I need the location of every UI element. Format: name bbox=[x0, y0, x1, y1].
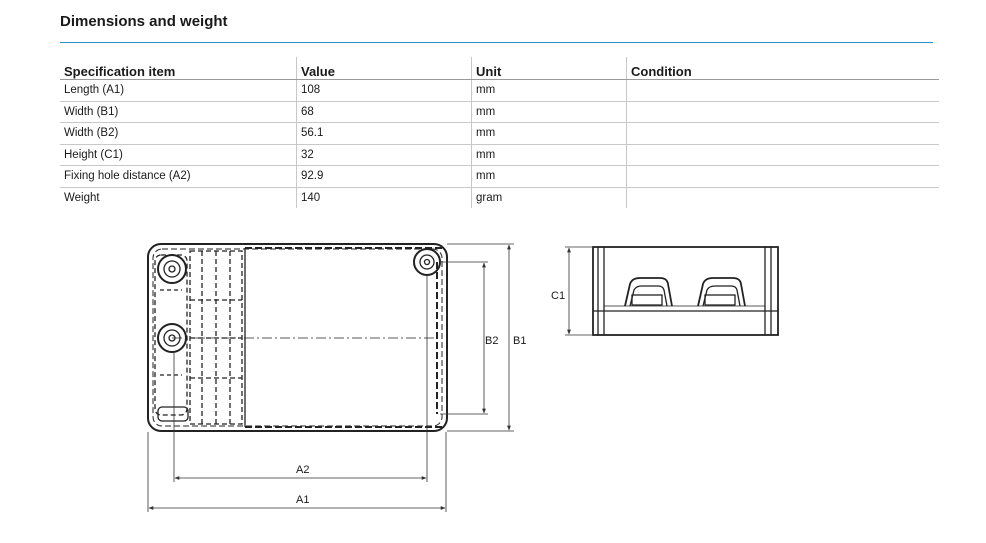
table-row: Fixing hole distance (A2) 92.9 mm bbox=[60, 165, 939, 188]
cell-value: 108 bbox=[296, 79, 472, 102]
header-value: Value bbox=[296, 57, 472, 80]
cable-entry-left bbox=[624, 277, 673, 307]
header-condition: Condition bbox=[626, 57, 939, 80]
cell-condition bbox=[626, 144, 939, 166]
cell-condition bbox=[626, 101, 939, 123]
cell-condition bbox=[626, 187, 939, 208]
cell-unit: mm bbox=[471, 101, 627, 123]
table-row: Weight 140 gram bbox=[60, 187, 939, 208]
cell-item: Width (B2) bbox=[60, 122, 297, 145]
table-row: Length (A1) 108 mm bbox=[60, 79, 939, 102]
top-view bbox=[147, 243, 448, 432]
housing-inner-outline bbox=[152, 248, 443, 427]
side-view-dimensions bbox=[565, 246, 592, 336]
cell-item: Height (C1) bbox=[60, 144, 297, 166]
cell-value: 32 bbox=[296, 144, 472, 166]
table-row: Height (C1) 32 mm bbox=[60, 144, 939, 166]
fixing-hole-left-bottom bbox=[157, 323, 187, 353]
cell-unit: mm bbox=[471, 79, 627, 102]
label-b2: B2 bbox=[485, 335, 498, 347]
cell-unit: gram bbox=[471, 187, 627, 208]
side-view bbox=[592, 246, 779, 336]
cell-unit: mm bbox=[471, 144, 627, 166]
slot-hole bbox=[157, 406, 189, 422]
table-header-row: Specification item Value Unit Condition bbox=[60, 57, 939, 80]
cell-unit: mm bbox=[471, 165, 627, 188]
side-housing-outline bbox=[592, 246, 779, 336]
header-unit: Unit bbox=[471, 57, 627, 80]
cell-value: 68 bbox=[296, 101, 472, 123]
cell-unit: mm bbox=[471, 122, 627, 145]
cell-item: Length (A1) bbox=[60, 79, 297, 102]
cell-condition bbox=[626, 165, 939, 188]
cell-value: 56.1 bbox=[296, 122, 472, 145]
label-a2: A2 bbox=[296, 464, 309, 476]
top-view-dimensions bbox=[147, 243, 514, 512]
cell-value: 140 bbox=[296, 187, 472, 208]
housing-outline bbox=[147, 243, 448, 432]
dimensions-table: Specification item Value Unit Condition … bbox=[60, 57, 939, 208]
cell-item: Fixing hole distance (A2) bbox=[60, 165, 297, 188]
label-c1: C1 bbox=[551, 290, 565, 302]
cell-value: 92.9 bbox=[296, 165, 472, 188]
fixing-hole-left-top bbox=[157, 254, 187, 284]
title-divider bbox=[60, 42, 933, 43]
cell-condition bbox=[626, 79, 939, 102]
cable-entry-right bbox=[697, 277, 746, 307]
cell-item: Weight bbox=[64, 191, 100, 204]
header-specification-item: Specification item bbox=[60, 57, 297, 80]
table-row: Width (B1) 68 mm bbox=[60, 101, 939, 123]
table-row: Width (B2) 56.1 mm bbox=[60, 122, 939, 145]
label-b1: B1 bbox=[513, 335, 526, 347]
section-title: Dimensions and weight bbox=[60, 13, 228, 30]
cell-condition bbox=[626, 122, 939, 145]
cell-item: Width (B1) bbox=[60, 101, 297, 123]
label-a1: A1 bbox=[296, 494, 309, 506]
